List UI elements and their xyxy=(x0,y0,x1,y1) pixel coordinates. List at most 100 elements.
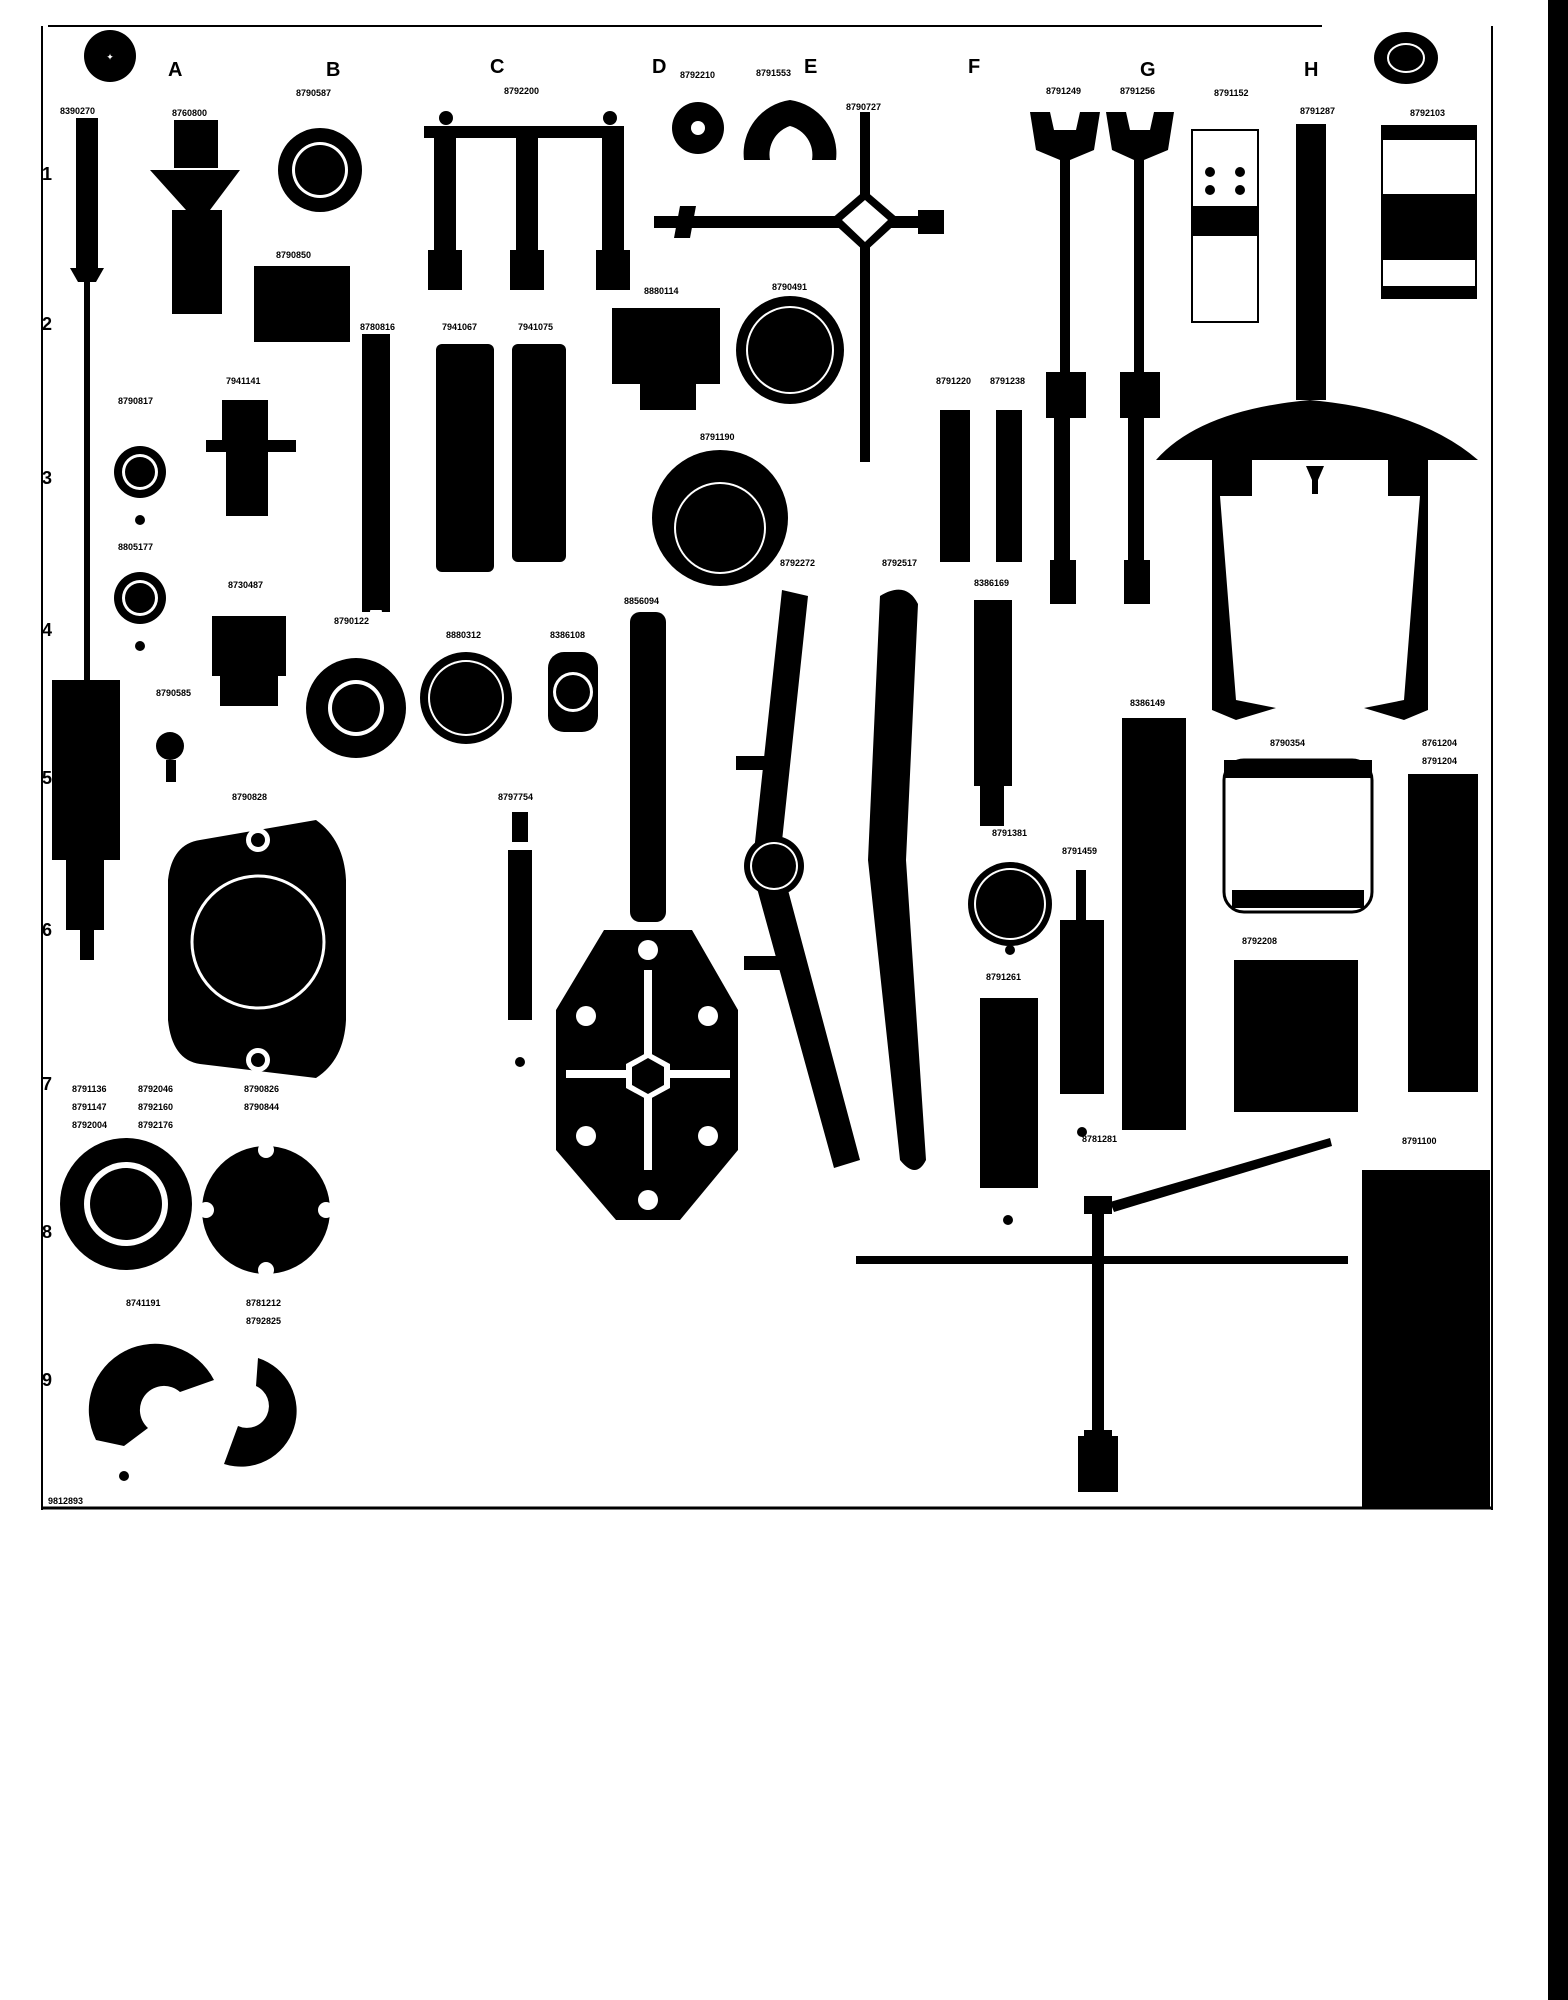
tool-8790587 xyxy=(278,128,362,212)
scan-edge-bar xyxy=(1548,0,1568,2000)
part-number: 8792200 xyxy=(504,86,539,96)
part-number: 8790122 xyxy=(334,616,369,626)
tool-8386108 xyxy=(548,652,598,732)
part-number: 8790844 xyxy=(244,1102,279,1112)
part-number: 8790585 xyxy=(156,688,191,698)
column-letter: G xyxy=(1140,59,1156,81)
part-number: 8791100 xyxy=(1402,1136,1437,1146)
tool-8790826 xyxy=(198,1142,334,1278)
tool-8791381 xyxy=(968,862,1052,955)
slide-hammer-tool xyxy=(52,118,120,960)
part-number: 8797754 xyxy=(498,792,533,802)
tool-8792208 xyxy=(1234,960,1358,1112)
row-numbers: 1 2 3 4 5 6 7 8 9 xyxy=(42,164,52,1390)
row-number: 3 xyxy=(42,468,52,488)
tool-8797754 xyxy=(508,812,532,1067)
tool-8791152 xyxy=(1191,129,1259,323)
part-number: 8792825 xyxy=(246,1316,281,1326)
part-number: 8792208 xyxy=(1242,936,1277,946)
part-number: 8792046 xyxy=(138,1084,173,1094)
tool-8791136 xyxy=(60,1138,192,1270)
tool-8730487 xyxy=(212,616,286,706)
tool-8790585 xyxy=(156,732,184,782)
row-number: 2 xyxy=(42,314,52,334)
tool-8792200 xyxy=(424,111,630,290)
row-number: 9 xyxy=(42,1370,52,1390)
part-number: 8790587 xyxy=(296,88,331,98)
part-number: 8856094 xyxy=(624,596,659,606)
tool-8780816 xyxy=(362,334,390,612)
tool-7941075 xyxy=(512,344,566,562)
tool-8791459 xyxy=(1060,870,1104,1137)
part-number: 8792210 xyxy=(680,70,715,80)
part-number: 8792103 xyxy=(1410,108,1445,118)
tool-8856094 xyxy=(556,612,738,1220)
part-number: 8386169 xyxy=(974,578,1009,588)
tool-8790491 xyxy=(736,296,844,404)
part-number: 8791204 xyxy=(1422,756,1457,766)
tool-8880312 xyxy=(420,652,512,744)
part-number: 8792517 xyxy=(882,558,917,568)
brand-logo-right xyxy=(1374,32,1438,84)
part-number: 8791381 xyxy=(992,828,1027,838)
column-letter: C xyxy=(490,56,504,78)
part-number: 8760800 xyxy=(172,108,207,118)
tool-8791190 xyxy=(652,450,788,586)
part-number: 8730487 xyxy=(228,580,263,590)
part-number: 8791553 xyxy=(756,68,791,78)
tool-8760800 xyxy=(150,120,240,314)
part-number: 8791459 xyxy=(1062,846,1097,856)
tool-8386149 xyxy=(1122,718,1186,1130)
part-number: 8792272 xyxy=(780,558,815,568)
document-number: 9812893 xyxy=(48,1496,83,1506)
column-letter: A xyxy=(168,59,182,81)
tool-8791256 xyxy=(1106,112,1174,604)
tool-8792272 xyxy=(736,590,860,1168)
part-number: 8792176 xyxy=(138,1120,173,1130)
tool-8791261 xyxy=(980,998,1038,1225)
part-number: 8791287 xyxy=(1300,106,1335,116)
part-number: 8781212 xyxy=(246,1298,281,1308)
part-number: 8791261 xyxy=(986,972,1021,982)
row-number: 1 xyxy=(42,164,52,184)
part-number: 7941075 xyxy=(518,322,553,332)
tool-8880114 xyxy=(612,308,720,410)
tool-8781281 xyxy=(856,1138,1348,1492)
tool-7941067 xyxy=(436,344,494,572)
tool-8761204 xyxy=(1408,774,1478,1092)
part-number: 8792004 xyxy=(72,1120,107,1130)
tool-7941141 xyxy=(206,400,296,516)
tool-8791220 xyxy=(940,410,970,562)
row-number: 5 xyxy=(42,768,52,788)
tool-8791287 xyxy=(1156,124,1478,720)
tool-8790354 xyxy=(1222,758,1374,914)
brand-logo-left: ✦ xyxy=(84,30,136,82)
column-letter: B xyxy=(326,59,340,81)
tool-8790828 xyxy=(168,820,346,1078)
tool-8781212 xyxy=(224,1358,297,1467)
tool-8791238 xyxy=(996,410,1022,562)
part-number: 8386108 xyxy=(550,630,585,640)
part-number: 8790850 xyxy=(276,250,311,260)
part-number: 8790828 xyxy=(232,792,267,802)
column-letter: D xyxy=(652,56,666,78)
part-number: 7941141 xyxy=(226,376,261,386)
part-number: 8791220 xyxy=(936,376,971,386)
column-letter: E xyxy=(804,56,817,78)
tool-8792103 xyxy=(1381,125,1477,299)
part-number: 8791147 xyxy=(72,1102,107,1112)
tool-8741191 xyxy=(88,1343,214,1481)
part-number: 8781281 xyxy=(1082,1134,1117,1144)
part-number: 8741191 xyxy=(126,1298,161,1308)
part-number: 8390270 xyxy=(60,106,95,116)
part-number: 8792160 xyxy=(138,1102,173,1112)
part-number: 8780816 xyxy=(360,322,395,332)
column-letter: F xyxy=(968,56,980,78)
part-number: 8880114 xyxy=(644,286,679,296)
row-number: 6 xyxy=(42,920,52,940)
part-number-labels: 8390270 8760800 8790587 8792200 8792210 … xyxy=(60,68,1457,1326)
part-number: 8791136 xyxy=(72,1084,107,1094)
part-number: 8791249 xyxy=(1046,86,1081,96)
part-number: 8791190 xyxy=(700,432,735,442)
